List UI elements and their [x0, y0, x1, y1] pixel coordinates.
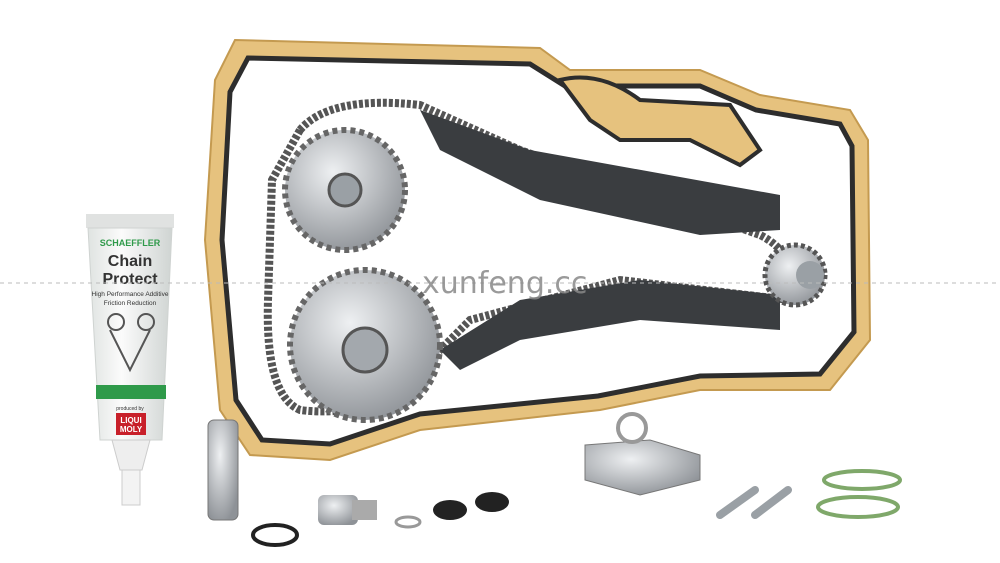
- o-ring: [816, 495, 900, 519]
- tube-subtitle-line1: High Performance Additive: [92, 291, 169, 298]
- lower-chain-guide: [440, 280, 780, 370]
- o-ring: [822, 469, 902, 491]
- chain-protect-tube: SCHAEFFLER Chain Protect High Performanc…: [86, 214, 174, 506]
- oil-drain-plug: [318, 495, 377, 525]
- crankshaft-sprocket: [762, 242, 828, 308]
- camshaft-adjuster: [287, 267, 443, 423]
- timing-cover-gasket: [203, 38, 872, 462]
- watermark-text: xunfeng.cc: [422, 266, 587, 301]
- chain-tensioner: [584, 412, 701, 496]
- dowel-pin: [751, 486, 792, 519]
- dowel-pin: [716, 486, 759, 519]
- tube-brand: SCHAEFFLER: [100, 238, 161, 248]
- tube-title-line1: Chain: [108, 253, 152, 270]
- timing-chain: [263, 98, 796, 416]
- tube-produced-by: produced by: [116, 406, 144, 412]
- tube-subtitle-line2: Friction Reduction: [104, 300, 157, 307]
- seal-cap: [475, 492, 509, 512]
- washer: [394, 515, 422, 529]
- guide-pin: [207, 419, 239, 521]
- seal-cap: [433, 500, 467, 520]
- seal-ring: [251, 523, 299, 547]
- tube-title-line2: Protect: [102, 271, 158, 288]
- camshaft-sprocket: [282, 127, 408, 253]
- tube-maker-line1: LIQUI: [120, 416, 141, 425]
- upper-chain-guide: [420, 110, 780, 235]
- tube-maker-line2: MOLY: [120, 425, 143, 434]
